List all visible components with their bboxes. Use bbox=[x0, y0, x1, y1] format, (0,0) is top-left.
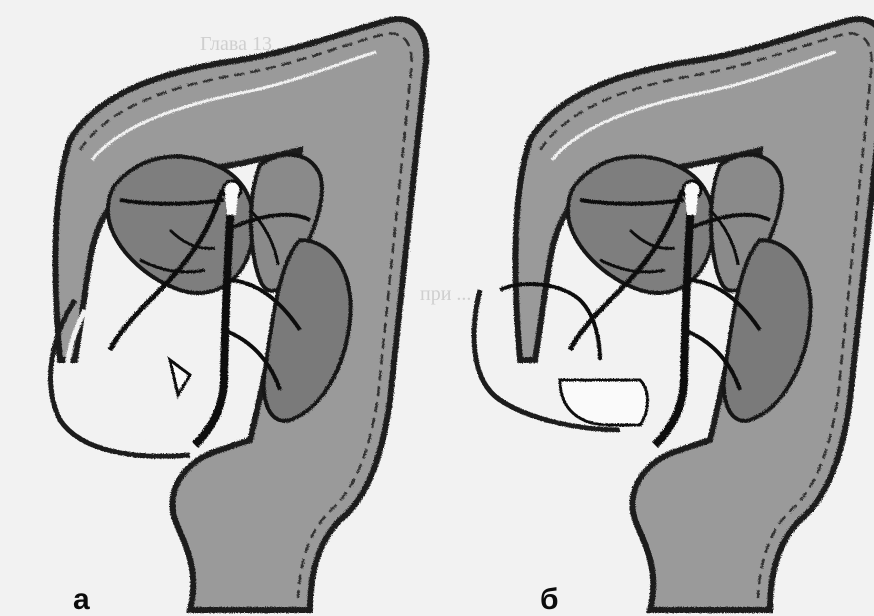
panel-a-diagram bbox=[51, 19, 427, 610]
svg-text:Глава 13: Глава 13 bbox=[200, 33, 272, 55]
panel-label-b: б bbox=[540, 585, 559, 615]
panel-label-a: а bbox=[73, 585, 90, 615]
panel-b-diagram bbox=[474, 19, 874, 610]
svg-text:при ...: при ... bbox=[420, 283, 471, 305]
